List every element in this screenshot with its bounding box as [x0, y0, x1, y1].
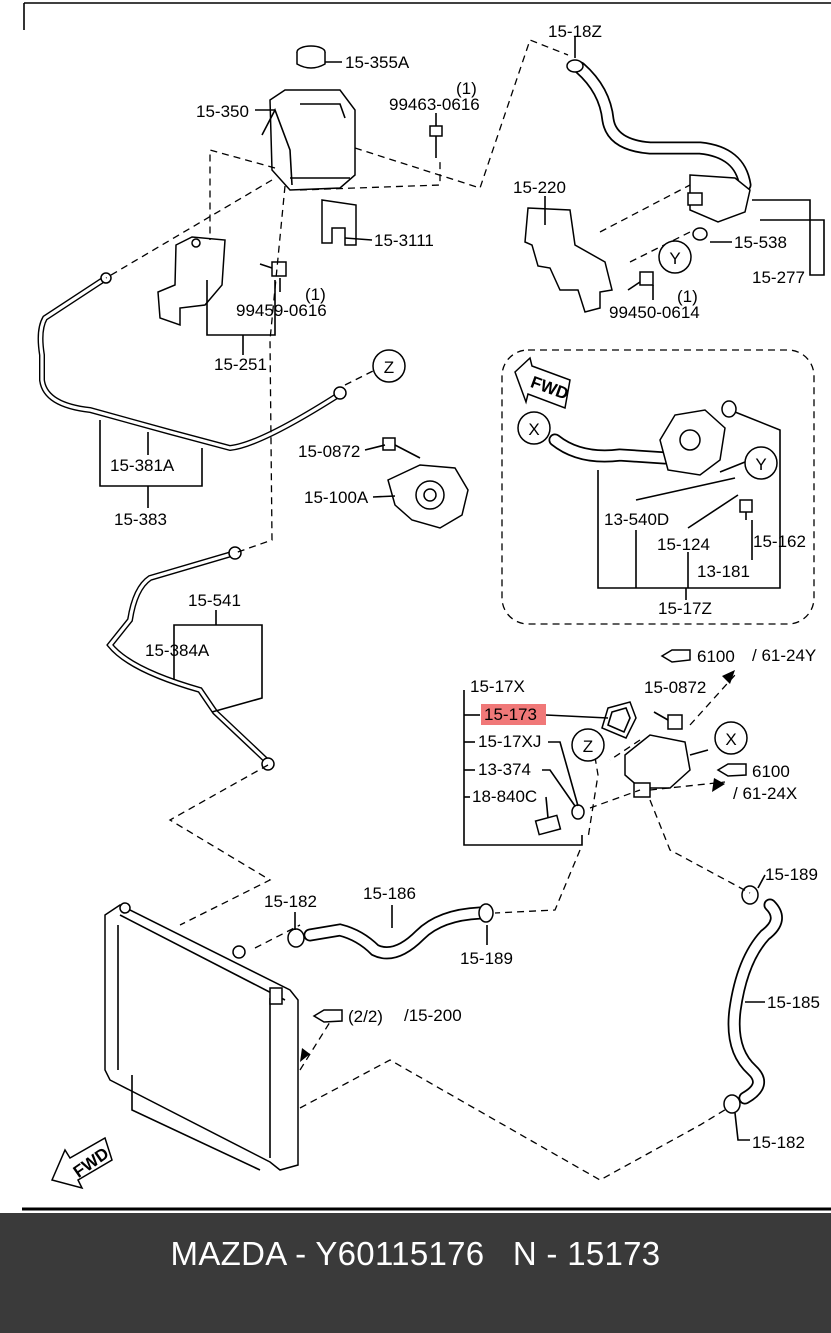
svg-text:X: X — [725, 730, 736, 749]
svg-text:Y: Y — [669, 249, 680, 268]
bracket-15-251[interactable] — [157, 236, 226, 327]
label-15-381A: 15-381A — [110, 456, 175, 475]
radiator-15-200[interactable] — [104, 902, 299, 1171]
sensor-13-540D[interactable] — [719, 461, 746, 473]
thermostat-housing-mid[interactable] — [624, 734, 709, 798]
marker-z-top: Z — [372, 349, 406, 383]
label-6100-mid: 6100 — [752, 762, 790, 781]
label-13-540D: 13-540D — [604, 510, 669, 529]
detail-box — [501, 349, 815, 625]
marker-x-mid: X — [714, 721, 748, 755]
svg-text:X: X — [528, 420, 539, 439]
label-99450-0614: 99450-0614 — [609, 303, 700, 322]
label-15-200: /15-200 — [404, 1006, 462, 1025]
label-15-17X: 15-17X — [470, 677, 525, 696]
gasket-15-162[interactable] — [721, 400, 737, 418]
label-15-251: 15-251 — [214, 355, 267, 374]
label-61-24X: / 61-24X — [733, 784, 797, 803]
leader-lines — [99, 36, 825, 1141]
reservoir-cap[interactable] — [296, 45, 326, 69]
pipe-15-384A[interactable] — [106, 546, 275, 771]
bracket-15-220[interactable] — [524, 207, 613, 313]
label-99450-qty: (1) — [677, 287, 698, 306]
thermostat-assembly-15-17Z[interactable] — [659, 409, 726, 476]
highlight-15-173 — [481, 704, 546, 725]
footer-bar: MAZDA - Y60115176 N - 15173 — [0, 1213, 831, 1333]
connection-lines — [105, 39, 751, 1181]
label-99463-0616: 99463-0616 — [389, 95, 480, 114]
label-6100-top: 6100 — [697, 647, 735, 666]
label-15-182-right: 15-182 — [752, 1133, 805, 1152]
pointer-icon-6100-top — [660, 649, 691, 663]
svg-text:Z: Z — [384, 358, 394, 377]
hose-15-186[interactable] — [287, 903, 494, 960]
label-99463-qty: (1) — [456, 79, 477, 98]
label-15-162: 15-162 — [753, 532, 806, 551]
label-15-277: 15-277 — [752, 268, 805, 287]
marker-x-detail: X — [517, 411, 551, 445]
label-15-350: 15-350 — [196, 102, 249, 121]
pointer-icon-2-2 — [312, 1009, 343, 1023]
label-15-182-left: 15-182 — [264, 892, 317, 911]
bolt-99459[interactable] — [259, 261, 287, 277]
label-15-185: 15-185 — [767, 993, 820, 1012]
pipe-15-381A[interactable] — [37, 272, 347, 452]
reservoir-tank[interactable] — [261, 89, 356, 191]
label-15-541: 15-541 — [188, 591, 241, 610]
bolt-15-0872-top[interactable] — [382, 437, 421, 459]
fwd-arrow-bottom: FWD — [50, 1136, 113, 1190]
svg-text:Z: Z — [583, 737, 593, 756]
hose-15-18Z[interactable] — [566, 59, 752, 192]
label-99459-0616: 99459-0616 — [236, 301, 327, 320]
label-15-18Z: 15-18Z — [548, 22, 602, 41]
bolt-99463[interactable] — [429, 125, 443, 158]
label-61-24Y: / 61-24Y — [752, 646, 816, 665]
marker-y-detail: Y — [744, 446, 778, 480]
pointer-icon-6100-mid — [716, 763, 747, 777]
water-pump-15-100A[interactable] — [387, 464, 469, 529]
arrowheads — [300, 670, 735, 1062]
label-15-17XJ: 15-17XJ — [478, 732, 541, 751]
label-15-124: 15-124 — [657, 535, 710, 554]
label-15-0872-mid: 15-0872 — [644, 678, 706, 697]
bolt-15-0872-mid[interactable] — [653, 711, 683, 730]
o-ring-13-374[interactable] — [571, 804, 585, 820]
screw-13-181[interactable] — [739, 499, 753, 520]
label-15-173: 15-173 — [484, 705, 537, 724]
label-15-3111: 15-3111 — [374, 231, 434, 250]
gasket-15-173[interactable] — [601, 701, 637, 739]
bracket-15-3111[interactable] — [321, 199, 357, 246]
label-15-355A: 15-355A — [345, 53, 410, 72]
svg-text:Y: Y — [755, 455, 766, 474]
marker-y-top: Y — [658, 240, 692, 274]
label-13-181: 13-181 — [697, 562, 750, 581]
label-15-189-mid: 15-189 — [460, 949, 513, 968]
label-15-186: 15-186 — [363, 884, 416, 903]
label-15-100A: 15-100A — [304, 488, 369, 507]
label-2-2: (2/2) — [348, 1007, 383, 1026]
label-18-840C: 18-840C — [472, 787, 537, 806]
label-99459-qty: (1) — [305, 285, 326, 304]
hose-15-185[interactable] — [723, 885, 783, 1114]
label-15-0872-top: 15-0872 — [298, 442, 360, 461]
label-15-189-right: 15-189 — [765, 865, 818, 884]
part-number-caption: MAZDA - Y60115176 N - 15173 — [170, 1235, 661, 1272]
label-15-384A: 15-384A — [145, 641, 210, 660]
fwd-arrow-top: FWD — [514, 356, 571, 410]
marker-z-mid: Z — [571, 728, 605, 762]
label-13-374: 13-374 — [478, 760, 531, 779]
bolt-99450[interactable] — [627, 271, 654, 291]
detail-hose[interactable] — [548, 433, 672, 465]
thermostat-housing-top[interactable] — [687, 174, 751, 241]
sensor-18-840C[interactable] — [534, 814, 562, 836]
label-15-220: 15-220 — [513, 178, 566, 197]
label-15-383: 15-383 — [114, 510, 167, 529]
parts-diagram: FWD FWD — [22, 2, 831, 1211]
label-15-17Z: 15-17Z — [658, 599, 712, 618]
label-15-538: 15-538 — [734, 233, 787, 252]
